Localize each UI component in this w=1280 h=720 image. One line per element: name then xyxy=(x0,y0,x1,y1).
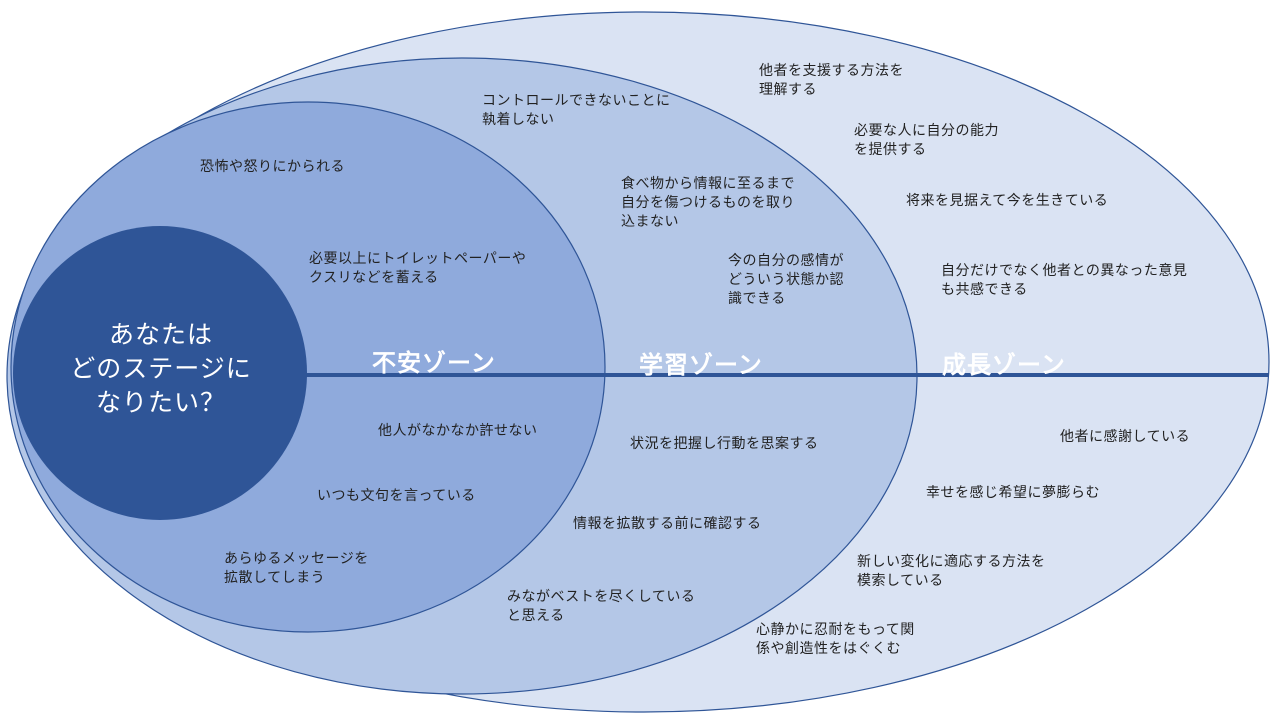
growth-item: 他者に感謝している xyxy=(1060,429,1191,445)
growth-item: 幸せを感じ希望に夢膨らむ xyxy=(926,485,1100,501)
growth-item: 将来を見据えて今を生きている xyxy=(906,193,1109,209)
learning-item: みながベストを尽くしている と思える xyxy=(507,589,696,624)
growth-item: 自分だけでなく他者との異なった意見 も共感できる xyxy=(941,263,1188,298)
growth-item: 他者を支援する方法を 理解する xyxy=(759,63,904,98)
zone-title-anxiety: 不安ゾーン xyxy=(372,349,496,377)
anxiety-item: いつも文句を言っている xyxy=(317,488,476,504)
learning-item: 今の自分の感情が どういう状態か認 識できる xyxy=(728,253,844,307)
growth-item: 必要な人に自分の能力 を提供する xyxy=(854,123,999,158)
growth-item: 新しい変化に適応する方法を 模索している xyxy=(857,554,1046,589)
center-circle xyxy=(13,226,307,520)
learning-item: 情報を拡散する前に確認する xyxy=(573,516,762,532)
growth-item: 心静かに忍耐をもって関 係や創造性をはぐくむ xyxy=(756,622,915,657)
learning-item: 状況を把握し行動を思案する xyxy=(630,436,819,452)
anxiety-item: 他人がなかなか許せない xyxy=(378,423,538,439)
zone-title-growth: 成長ゾーン xyxy=(942,351,1066,379)
learning-item: 食べ物から情報に至るまで 自分を傷つけるものを取り 込まない xyxy=(621,176,795,230)
center-question: あなたは どのステージに なりたい？ xyxy=(70,320,252,417)
anxiety-item: あらゆるメッセージを 拡散してしまう xyxy=(224,551,369,586)
anxiety-item: 恐怖や怒りにかられる xyxy=(200,159,345,175)
learning-item: コントロールできないことに 執着しない xyxy=(482,93,671,128)
anxiety-item: 必要以上にトイレットペーパーや クスリなどを蓄える xyxy=(309,251,527,286)
zone-title-learning: 学習ゾーン xyxy=(639,351,763,379)
